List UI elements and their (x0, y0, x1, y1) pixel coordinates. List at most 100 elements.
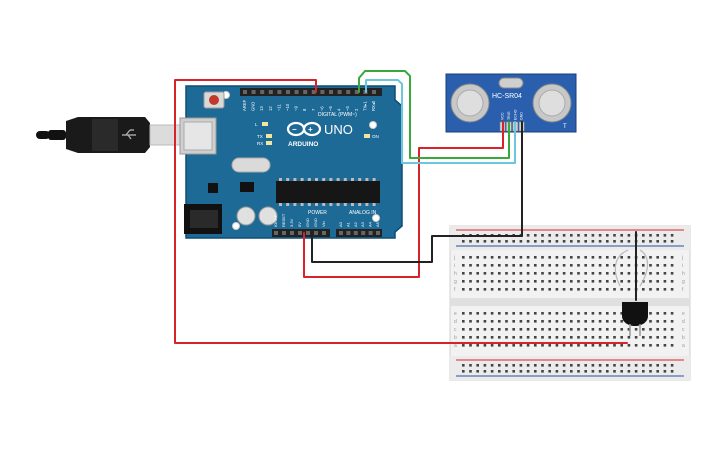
breadboard-hole[interactable] (591, 328, 595, 331)
breadboard-hole[interactable] (505, 312, 508, 315)
breadboard-hole[interactable] (526, 272, 530, 275)
header-pin[interactable] (372, 90, 376, 94)
breadboard-hole[interactable] (505, 264, 508, 267)
breadboard-hole[interactable] (649, 370, 652, 373)
breadboard-hole[interactable] (670, 240, 674, 243)
breadboard-hole[interactable] (548, 264, 551, 267)
breadboard-hole[interactable] (505, 240, 508, 243)
breadboard-hole[interactable] (512, 240, 515, 243)
breadboard-hole[interactable] (570, 288, 573, 291)
breadboard-hole[interactable] (534, 288, 537, 291)
breadboard-hole[interactable] (642, 288, 645, 291)
breadboard-hole[interactable] (584, 234, 587, 237)
breadboard-hole[interactable] (512, 256, 515, 259)
breadboard-hole[interactable] (649, 240, 652, 243)
breadboard-hole[interactable] (541, 234, 544, 237)
header-pin[interactable] (294, 90, 299, 94)
breadboard-hole[interactable] (483, 256, 487, 259)
breadboard-hole[interactable] (526, 312, 530, 315)
breadboard-hole[interactable] (620, 264, 623, 267)
breadboard-hole[interactable] (613, 264, 616, 267)
breadboard-hole[interactable] (634, 370, 638, 373)
breadboard-hole[interactable] (519, 272, 523, 275)
breadboard-hole[interactable] (591, 288, 595, 291)
breadboard-hole[interactable] (469, 280, 472, 283)
breadboard-hole[interactable] (620, 328, 623, 331)
breadboard-hole[interactable] (490, 312, 494, 315)
breadboard-hole[interactable] (526, 328, 530, 331)
breadboard-hole[interactable] (490, 264, 494, 267)
breadboard-hole[interactable] (512, 288, 515, 291)
breadboard-hole[interactable] (598, 288, 602, 291)
breadboard-hole[interactable] (642, 336, 645, 339)
breadboard-hole[interactable] (598, 280, 602, 283)
breadboard-hole[interactable] (577, 312, 580, 315)
breadboard-hole[interactable] (634, 364, 638, 367)
breadboard-hole[interactable] (512, 272, 515, 275)
wire-cyan-echo[interactable] (365, 79, 516, 164)
header-pin[interactable] (311, 90, 316, 94)
breadboard-hole[interactable] (577, 256, 580, 259)
header-pin[interactable] (260, 90, 265, 94)
breadboard-hole[interactable] (613, 312, 616, 315)
header-pin[interactable] (322, 231, 326, 235)
breadboard-hole[interactable] (476, 364, 479, 367)
breadboard-hole[interactable] (548, 272, 551, 275)
breadboard-hole[interactable] (606, 234, 609, 237)
breadboard-hole[interactable] (663, 264, 667, 267)
breadboard-hole[interactable] (548, 240, 551, 243)
breadboard-hole[interactable] (483, 370, 487, 373)
breadboard-hole[interactable] (548, 344, 551, 347)
breadboard-hole[interactable] (649, 256, 652, 259)
breadboard-hole[interactable] (476, 240, 479, 243)
breadboard-hole[interactable] (620, 288, 623, 291)
breadboard-hole[interactable] (591, 320, 595, 323)
breadboard-hole[interactable] (663, 370, 667, 373)
breadboard-hole[interactable] (498, 272, 501, 275)
breadboard-hole[interactable] (584, 320, 587, 323)
breadboard-hole[interactable] (483, 336, 487, 339)
breadboard-hole[interactable] (526, 280, 530, 283)
breadboard-hole[interactable] (656, 320, 659, 323)
header-pin[interactable] (314, 231, 318, 235)
breadboard-hole[interactable] (620, 370, 623, 373)
breadboard-hole[interactable] (490, 288, 494, 291)
breadboard-hole[interactable] (534, 344, 537, 347)
breadboard-hole[interactable] (483, 328, 487, 331)
breadboard-hole[interactable] (627, 256, 631, 259)
breadboard-hole[interactable] (462, 272, 465, 275)
breadboard-hole[interactable] (462, 312, 465, 315)
breadboard-hole[interactable] (670, 364, 674, 367)
breadboard-hole[interactable] (577, 320, 580, 323)
breadboard-hole[interactable] (526, 336, 530, 339)
breadboard-hole[interactable] (627, 328, 631, 331)
breadboard-hole[interactable] (512, 344, 515, 347)
breadboard-hole[interactable] (656, 336, 659, 339)
breadboard-hole[interactable] (634, 328, 638, 331)
breadboard-hole[interactable] (534, 272, 537, 275)
breadboard-hole[interactable] (670, 280, 674, 283)
breadboard-hole[interactable] (591, 280, 595, 283)
header-pin[interactable] (376, 231, 380, 235)
breadboard-hole[interactable] (613, 370, 616, 373)
breadboard-hole[interactable] (505, 344, 508, 347)
breadboard-hole[interactable] (570, 240, 573, 243)
breadboard-hole[interactable] (570, 234, 573, 237)
breadboard-hole[interactable] (584, 256, 587, 259)
breadboard-hole[interactable] (462, 280, 465, 283)
breadboard-hole[interactable] (577, 344, 580, 347)
breadboard-hole[interactable] (570, 256, 573, 259)
breadboard-hole[interactable] (476, 312, 479, 315)
breadboard-hole[interactable] (562, 336, 566, 339)
breadboard-hole[interactable] (519, 364, 523, 367)
breadboard-hole[interactable] (570, 312, 573, 315)
breadboard-hole[interactable] (541, 328, 544, 331)
breadboard-hole[interactable] (505, 256, 508, 259)
breadboard-hole[interactable] (649, 320, 652, 323)
breadboard-hole[interactable] (620, 312, 623, 315)
breadboard-hole[interactable] (534, 256, 537, 259)
breadboard-hole[interactable] (548, 336, 551, 339)
breadboard-hole[interactable] (555, 364, 559, 367)
breadboard-hole[interactable] (642, 234, 645, 237)
